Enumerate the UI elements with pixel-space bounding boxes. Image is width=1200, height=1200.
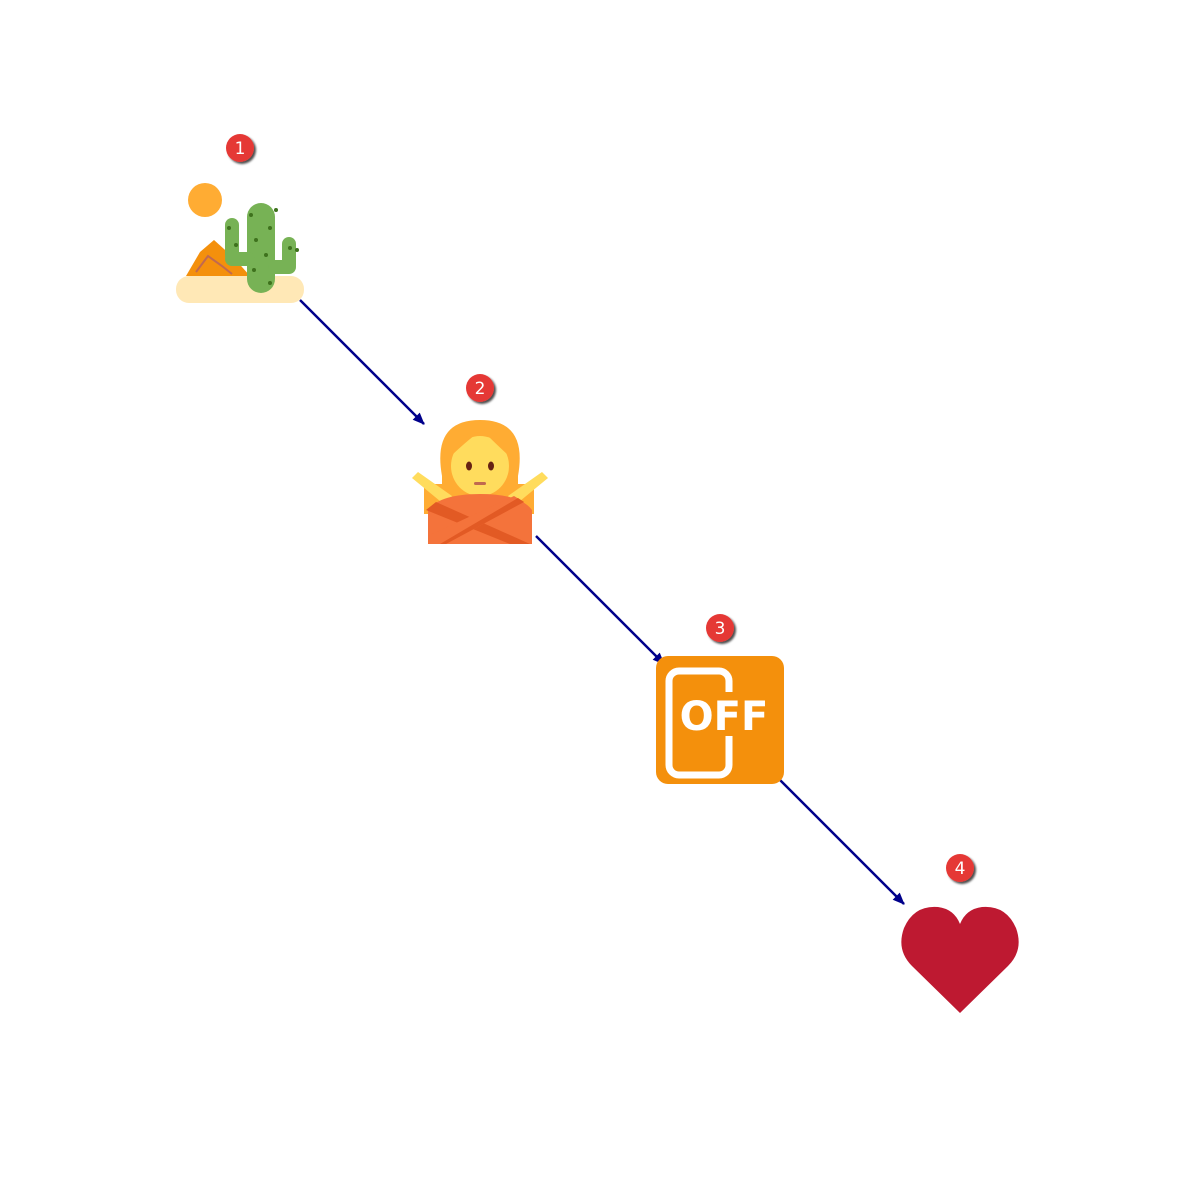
mobile-phone-off-icon: OFF — [656, 656, 784, 784]
step-badge: 3 — [706, 614, 734, 642]
step-1: 1 — [176, 134, 304, 303]
step-number: 3 — [715, 619, 726, 639]
step-badge: 2 — [466, 374, 494, 402]
connector-arrow-2-3 — [535, 535, 665, 665]
step-number: 2 — [475, 379, 486, 399]
step-number: 4 — [955, 859, 966, 879]
step-4: 4 — [901, 854, 1019, 1013]
step-badge: 1 — [226, 134, 254, 162]
step-2: 2 — [412, 374, 548, 544]
connector-arrow-1-2 — [299, 299, 425, 425]
step-badge: 4 — [946, 854, 974, 882]
step-number: 1 — [235, 139, 246, 159]
off-label: OFF — [680, 694, 769, 740]
desert-icon — [176, 183, 304, 303]
red-heart-icon — [901, 906, 1019, 1013]
connector-arrow-3-4 — [779, 779, 905, 905]
person-gesturing-no-icon — [412, 420, 548, 544]
step-3: 3 OFF — [656, 614, 784, 784]
